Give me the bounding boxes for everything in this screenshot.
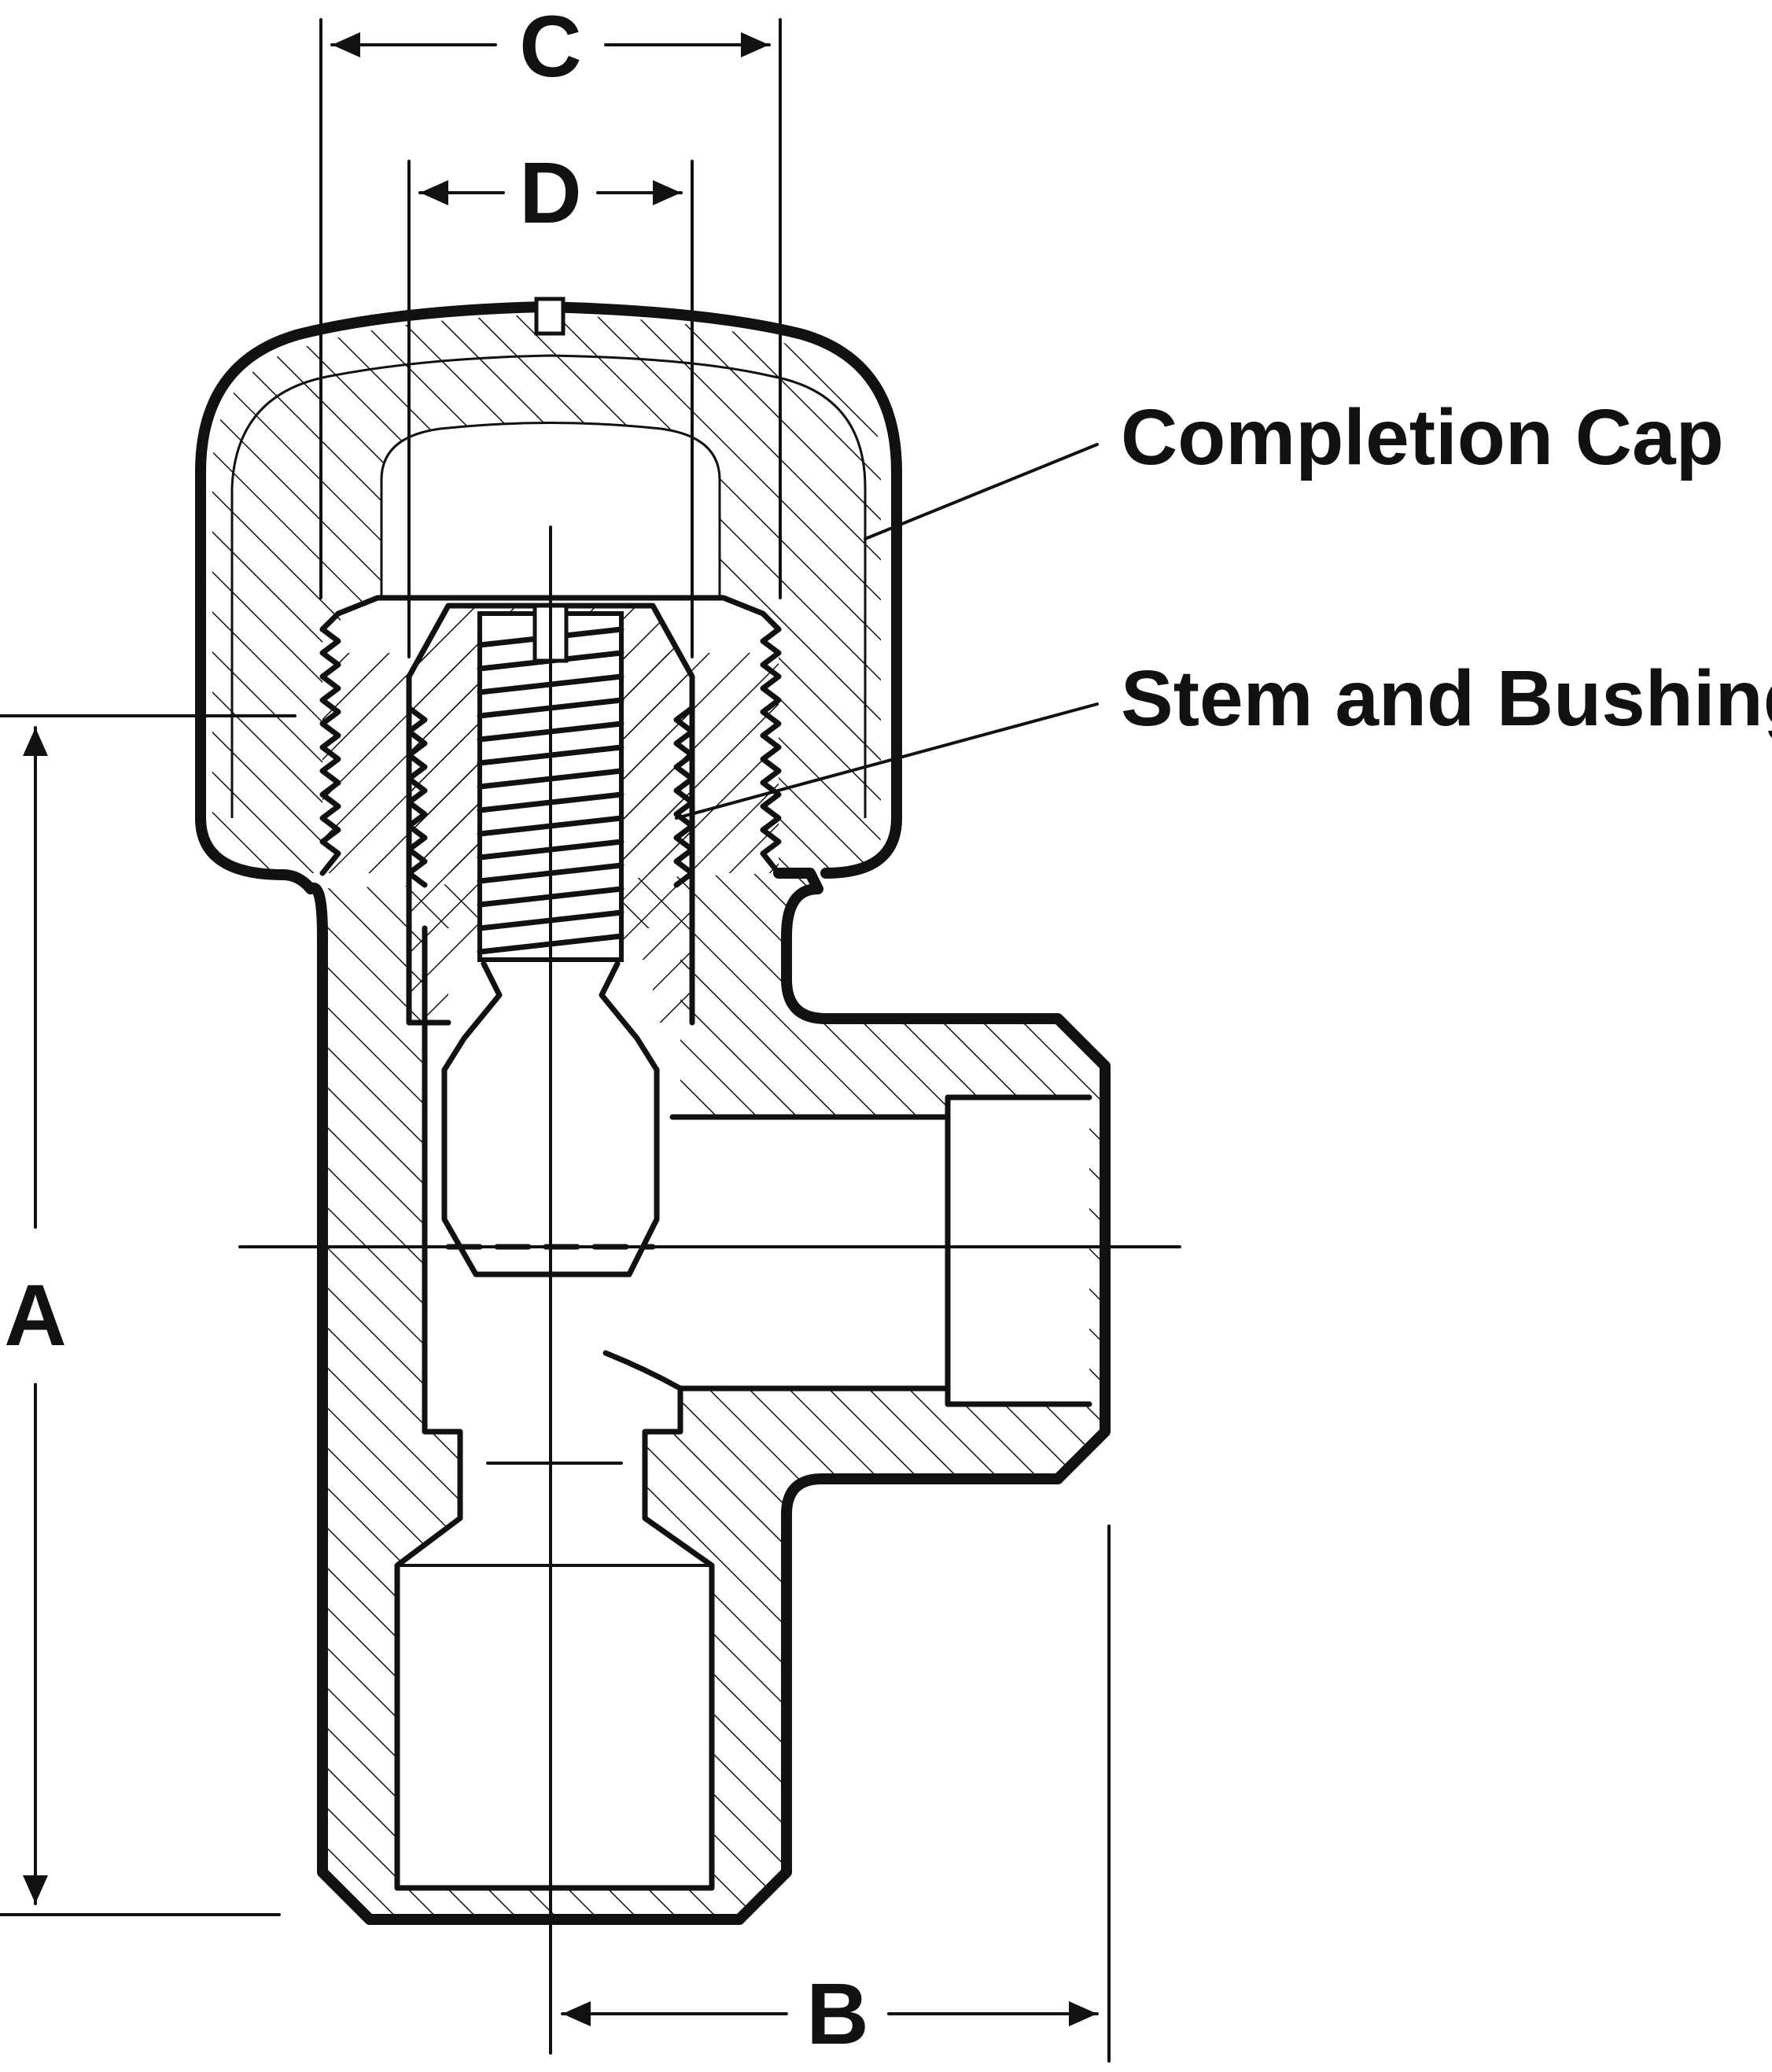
dimension-c-label: C <box>519 0 581 95</box>
completion-cap <box>195 297 902 880</box>
cap-inner-contour <box>230 354 867 818</box>
dimension-a-label: A <box>4 1267 66 1364</box>
callout-stem-and-bushing-leader <box>675 702 1099 820</box>
callout-completion-cap-label: Completion Cap <box>1121 393 1724 481</box>
side-port-outline <box>669 1094 1092 1407</box>
stem-shank-outline <box>441 960 660 1277</box>
valve-body <box>278 868 1111 1925</box>
inner-chamber-outline <box>394 925 715 1891</box>
dimension-a: A <box>0 714 297 1916</box>
side-port-drill-mark <box>602 1350 683 1392</box>
cap-cavity <box>381 422 720 614</box>
lower-bore-lines <box>396 1462 713 1567</box>
side-port <box>672 1097 1089 1404</box>
cap-cavity-outline <box>380 422 721 598</box>
callout-completion-cap: Completion Cap <box>864 393 1724 540</box>
bushing-threads-left <box>406 705 428 888</box>
callout-stem-and-bushing: Stem and Bushing <box>675 654 1772 820</box>
callout-completion-cap-leader <box>864 443 1099 540</box>
dimension-d-label: D <box>519 145 581 241</box>
centerlines <box>238 525 1181 2055</box>
callout-stem-and-bushing-label: Stem and Bushing <box>1121 654 1772 743</box>
dimension-c: C <box>319 0 782 599</box>
dimension-d: D <box>407 145 694 658</box>
dimension-b: B <box>561 1525 1111 2063</box>
cap-slot <box>534 297 565 336</box>
dimension-b-label: B <box>806 1966 868 2063</box>
bushing-threads-right <box>673 705 695 888</box>
